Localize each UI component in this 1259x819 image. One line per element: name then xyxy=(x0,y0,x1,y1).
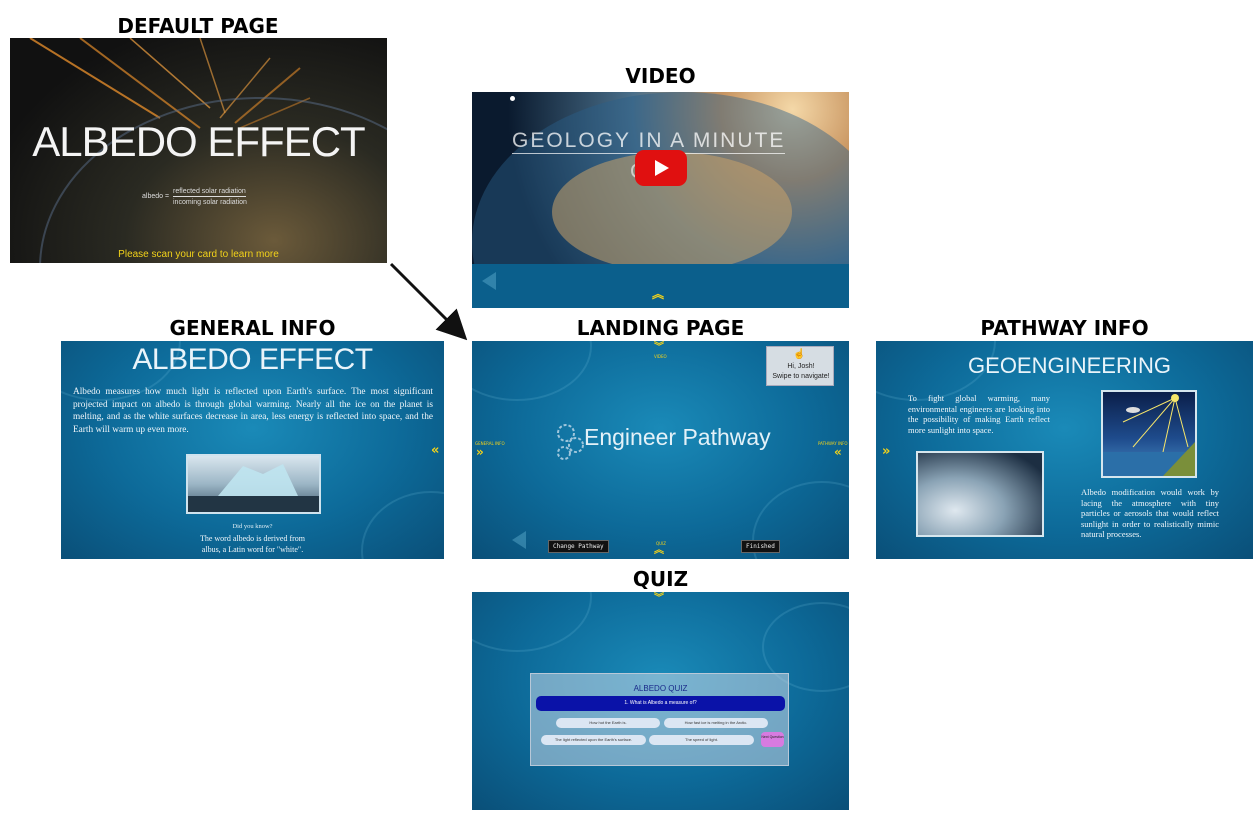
landing-page-panel[interactable]: ︾ VIDEO ☝ Hi, Josh! Swipe to navigate! G… xyxy=(472,341,849,559)
nav-label-bottom: QUIZ xyxy=(656,541,666,546)
greeting-line-1: Hi, Josh! xyxy=(787,363,815,370)
chevron-left-icon[interactable]: « xyxy=(431,443,440,458)
hand-pointer-icon: ☝ xyxy=(793,349,806,360)
pathway-text-2: Albedo modification would work by lacing… xyxy=(1081,487,1219,539)
formula-lhs: albedo = xyxy=(142,193,170,200)
arrow-default-to-landing xyxy=(389,262,468,341)
chevron-up-icon[interactable]: ︽ xyxy=(652,287,665,301)
greeting-line-2: Swipe to navigate! xyxy=(772,373,830,380)
fact-line-1: The word albedo is derived from xyxy=(199,534,306,543)
quiz-question: 1. What is Albedo a measure of? xyxy=(536,696,785,711)
quiz-option-1[interactable]: How hot the Earth is. xyxy=(556,718,660,728)
heading-video: VIDEO xyxy=(625,64,696,88)
quiz-option-4[interactable]: The speed of light. xyxy=(649,735,754,745)
pathway-info-title: GEOENGINEERING xyxy=(968,353,1171,378)
chevron-down-icon[interactable]: ︾ xyxy=(654,593,664,604)
heading-landing-page: LANDING PAGE xyxy=(576,316,745,340)
formula-numerator: reflected solar radiation xyxy=(173,188,246,197)
geoengineering-diagram-image xyxy=(1101,390,1197,478)
play-button[interactable] xyxy=(635,150,687,186)
general-info-title: ALBEDO EFFECT xyxy=(132,343,373,376)
pathway-info-panel[interactable]: GEOENGINEERING To fight global warming, … xyxy=(876,341,1253,559)
chevron-down-icon[interactable]: ︾ xyxy=(654,342,664,353)
play-icon xyxy=(655,160,669,176)
heading-default-page: DEFAULT PAGE xyxy=(117,14,279,38)
formula-denominator: incoming solar radiation xyxy=(173,199,247,206)
video-player[interactable]: GEOLOGY IN A MINUTE CL xyxy=(472,92,849,264)
fact-line-2: albus, a Latin word for "white". xyxy=(201,545,304,554)
gears-icon xyxy=(552,421,588,460)
fish-icon xyxy=(482,272,496,290)
chevron-right-icon[interactable]: » xyxy=(882,444,891,459)
nav-label-right: PATHWAY INFO xyxy=(818,441,848,446)
default-page-panel[interactable]: ALBEDO EFFECT albedo = reflected solar r… xyxy=(10,38,387,263)
general-info-panel[interactable]: ALBEDO EFFECT Albedo measures how much l… xyxy=(61,341,444,559)
landing-title: Engineer Pathway xyxy=(584,424,771,450)
dot-icon xyxy=(510,96,515,101)
quiz-option-2[interactable]: How fast ice is melting in the Arctic. xyxy=(664,718,768,728)
change-pathway-button[interactable]: Change Pathway xyxy=(548,540,609,553)
chevron-left-icon[interactable]: « xyxy=(834,445,842,459)
scan-prompt: Please scan your card to learn more xyxy=(118,249,279,260)
next-question-button[interactable]: Next Question xyxy=(761,732,784,747)
quiz-option-3[interactable]: The light reflected upon the Earth's sur… xyxy=(541,735,646,745)
quiz-card: ALBEDO QUIZ 1. What is Albedo a measure … xyxy=(530,673,789,766)
nav-label-left: GENERAL INFO xyxy=(475,441,505,446)
default-page-title: ALBEDO EFFECT xyxy=(32,118,365,165)
nav-label-top: VIDEO xyxy=(654,354,667,359)
iceberg-image xyxy=(186,454,321,514)
quiz-panel[interactable]: ︾ ALBEDO QUIZ 1. What is Albedo a measur… xyxy=(472,592,849,810)
general-info-body: Albedo measures how much light is reflec… xyxy=(73,387,433,435)
chevron-right-icon[interactable]: » xyxy=(476,445,484,459)
heading-quiz: QUIZ xyxy=(632,567,689,591)
pathway-text-1: To fight global warming, many environmen… xyxy=(908,393,1050,435)
finished-button[interactable]: Finished xyxy=(741,540,780,553)
video-panel[interactable]: GEOLOGY IN A MINUTE CL ︽ xyxy=(472,92,849,308)
earth-image xyxy=(916,451,1044,537)
did-you-know-label: Did you know? xyxy=(232,523,273,530)
greeting-card: ☝ Hi, Josh! Swipe to navigate! xyxy=(766,346,834,386)
chevron-up-icon[interactable]: ︽ xyxy=(654,545,664,556)
heading-general-info: GENERAL INFO xyxy=(169,316,336,340)
quiz-title: ALBEDO QUIZ xyxy=(633,684,688,693)
heading-pathway-info: PATHWAY INFO xyxy=(980,316,1149,340)
sun-rays-graphic xyxy=(29,38,387,263)
fish-icon xyxy=(512,531,526,549)
